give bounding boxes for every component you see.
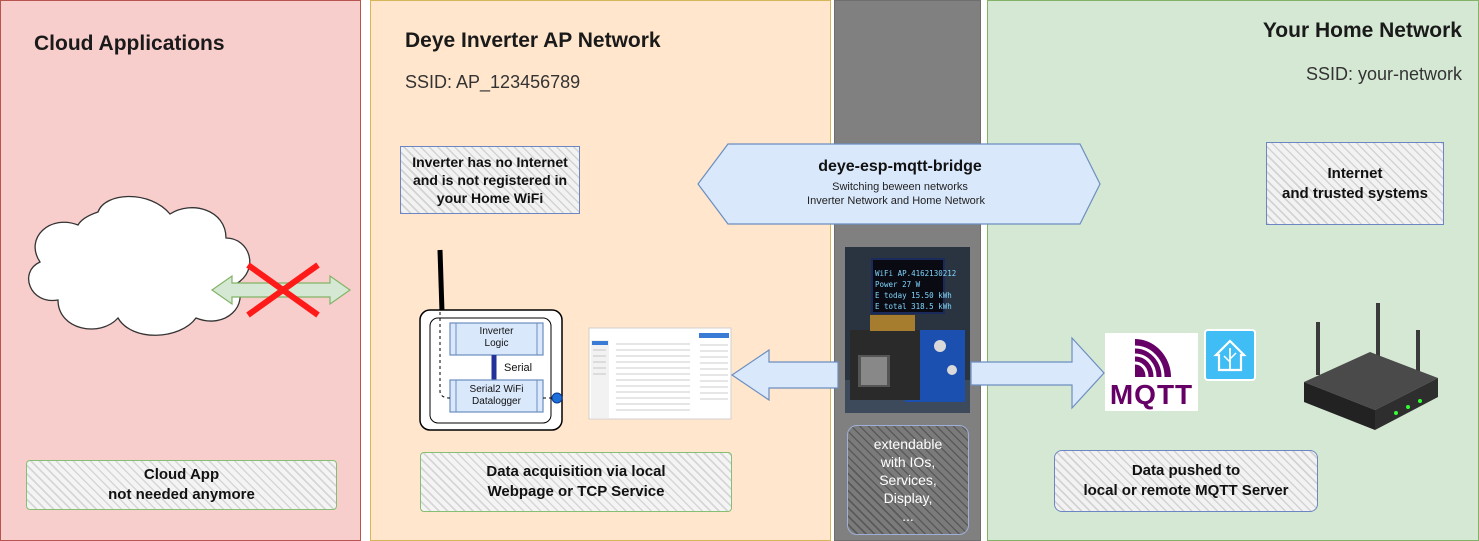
oled-line-3: E today 15.50 kWh xyxy=(875,291,952,300)
arrow-to-mqtt xyxy=(970,336,1105,410)
ap-title: Deye Inverter AP Network xyxy=(405,29,661,52)
ap-ssid: SSID: AP_123456789 xyxy=(405,72,581,92)
inverter-inner-frame xyxy=(429,317,552,424)
datalogger-label: Serial2 WiFi Datalogger xyxy=(469,384,524,407)
datalogger-port-icon xyxy=(551,392,563,404)
ap-panel xyxy=(370,0,831,541)
cloud-title: Cloud Applications xyxy=(34,32,225,55)
bridge-subtitle-1: Switching beween networks xyxy=(832,181,968,193)
ap-note-bottom: Data acquisition via local Webpage or TC… xyxy=(420,452,732,512)
cloud-icon xyxy=(28,195,251,336)
oled-line-4: E total 318.5 kWh xyxy=(875,302,952,311)
datalogger-box xyxy=(449,379,544,413)
mqtt-waves-icon xyxy=(1134,339,1171,378)
bridge-banner xyxy=(697,143,1101,225)
home-assistant-icon xyxy=(1204,329,1256,381)
home-note-bottom: Data pushed to local or remote MQTT Serv… xyxy=(1054,450,1318,512)
inverter-logic-label: Inverter Logic xyxy=(479,326,514,349)
mqtt-logo-text: MQTT xyxy=(1109,379,1194,410)
router-icon xyxy=(1304,303,1438,430)
cloud-note: Cloud App not needed anymore xyxy=(26,460,337,510)
home-note-top: Internet and trusted systems xyxy=(1266,142,1444,225)
antenna-icon xyxy=(437,249,445,313)
oled-line-1: WiFi AP.4162130212 xyxy=(875,269,956,278)
inverter-logic-box xyxy=(449,322,544,356)
bridge-extend-note: extendable with IOs, Services, Display, … xyxy=(847,425,969,535)
arrow-to-inverter xyxy=(730,348,839,402)
oled-line-2: Power 27 W xyxy=(875,280,921,289)
webpage-screenshot-icon xyxy=(588,327,732,420)
mqtt-logo: MQTT xyxy=(1105,333,1198,411)
ap-note-top: Inverter has no Internet and is not regi… xyxy=(400,146,580,214)
bridge-title: deye-esp-mqtt-bridge xyxy=(818,158,982,175)
bridge-subtitle-2: Inverter Network and Home Network xyxy=(807,195,985,207)
serial-label: Serial xyxy=(504,362,533,374)
esp-board-photo xyxy=(845,247,970,413)
home-ssid: SSID: your-network xyxy=(1305,64,1462,84)
home-title: Your Home Network xyxy=(1262,19,1462,42)
red-cross-icon xyxy=(246,262,320,318)
